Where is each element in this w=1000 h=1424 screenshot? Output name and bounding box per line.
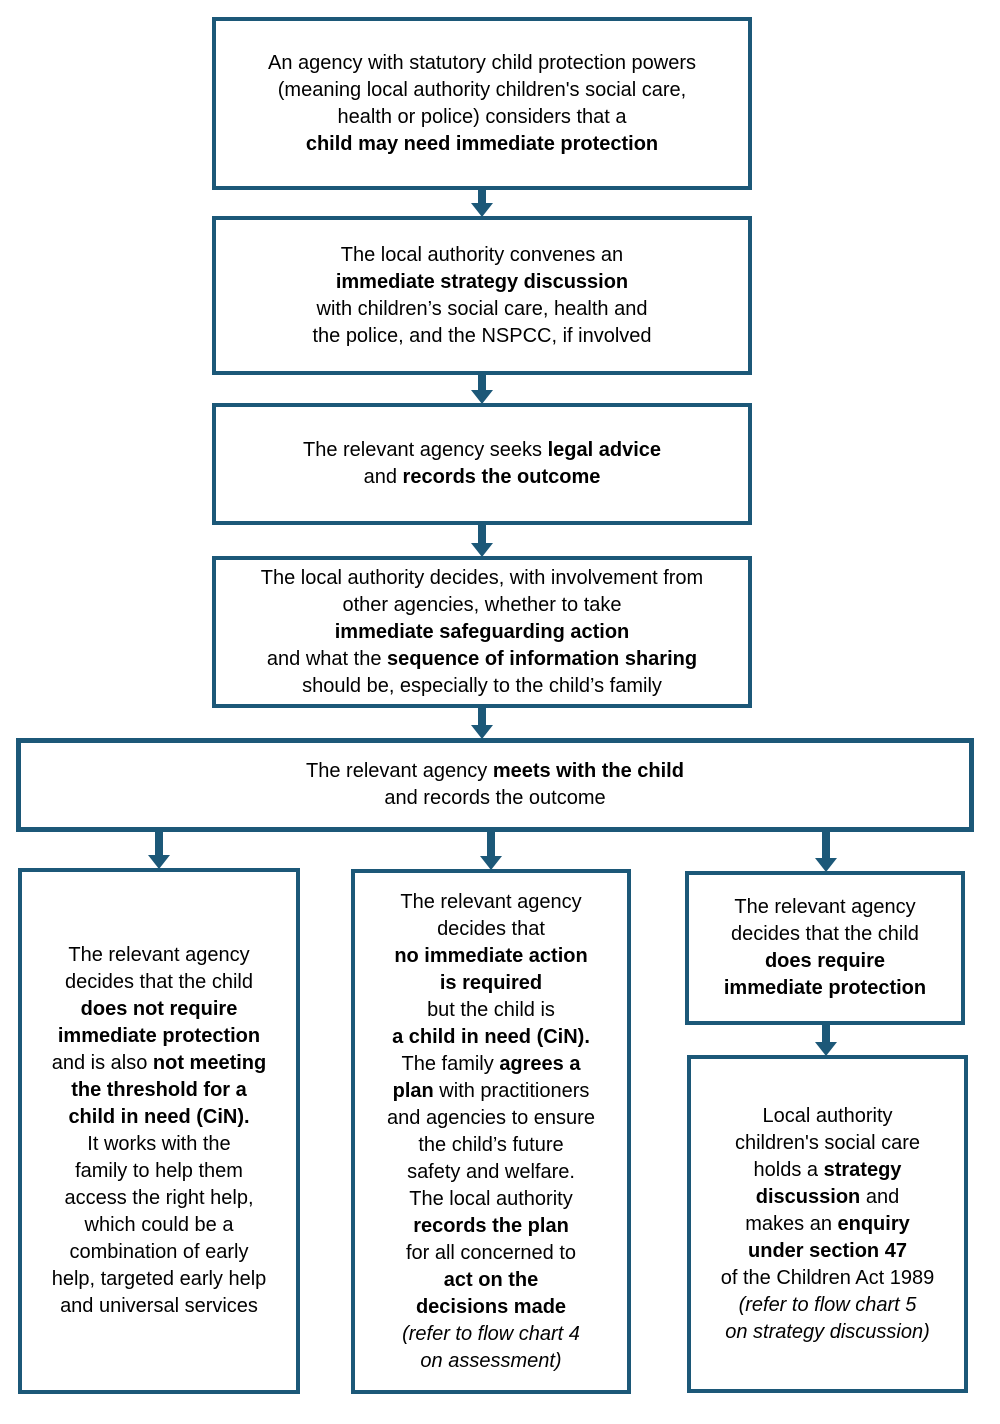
arrow-shaft: [478, 189, 486, 203]
flow-arrow-branch-right: [815, 831, 837, 872]
box-meets-child-text: The relevant agency meets with the child…: [306, 760, 684, 809]
flow-arrow-down-1: [471, 189, 493, 217]
flow-arrow-down-3: [471, 524, 493, 557]
box-safeguarding-decision-text: The local authority decides, with involv…: [260, 566, 704, 697]
box-meets-child: The relevant agency meets with the child…: [16, 738, 974, 832]
arrow-head-icon: [471, 725, 493, 739]
flow-arrow-down-right: [815, 1024, 837, 1056]
flow-arrow-down-4: [471, 707, 493, 739]
arrow-head-icon: [480, 856, 502, 870]
arrow-shaft: [822, 831, 830, 858]
arrow-head-icon: [815, 1042, 837, 1056]
box-safeguarding-decision: The local authority decides, with involv…: [212, 556, 752, 708]
arrow-shaft: [155, 831, 163, 855]
arrow-shaft: [478, 524, 486, 543]
arrow-shaft: [822, 1024, 830, 1042]
arrow-head-icon: [471, 543, 493, 557]
arrow-head-icon: [148, 855, 170, 869]
box-statutory-powers: An agency with statutory child protectio…: [212, 17, 752, 190]
arrow-shaft: [487, 831, 495, 856]
arrow-shaft: [478, 707, 486, 725]
flow-arrow-branch-middle: [480, 831, 502, 870]
arrow-head-icon: [471, 390, 493, 404]
flow-arrow-branch-left: [148, 831, 170, 869]
arrow-head-icon: [815, 858, 837, 872]
arrow-shaft: [478, 374, 486, 390]
box-statutory-powers-text: An agency with statutory child protectio…: [268, 51, 696, 155]
arrow-head-icon: [471, 203, 493, 217]
flow-arrow-down-2: [471, 374, 493, 404]
